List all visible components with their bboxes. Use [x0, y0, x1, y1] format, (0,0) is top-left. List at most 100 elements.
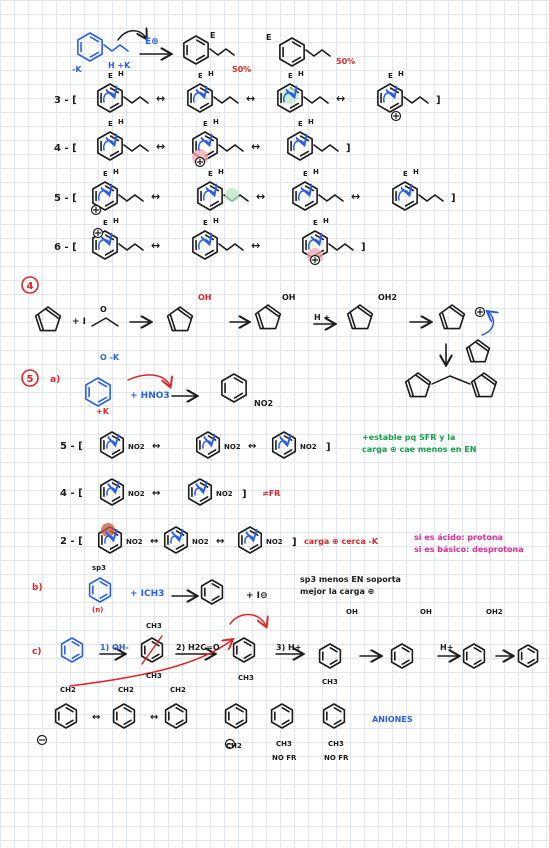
s3-row-5-eq-1: ↔ — [151, 190, 160, 203]
s5a-red-curve — [127, 374, 170, 386]
s3-row-5-curl-1 — [98, 191, 109, 201]
s3-row-6-chain-2 — [218, 243, 244, 251]
s3-row-4-e-3: E — [298, 120, 303, 128]
part-a-label: a) — [50, 375, 60, 385]
s5-row-2-eq-1: ↔ — [150, 536, 158, 547]
row5-charge — [90, 204, 102, 216]
s4-pyrrole-4 — [346, 304, 374, 330]
s3-row-4-chain-2 — [218, 144, 244, 152]
s3-row-5-ring-4 — [392, 181, 418, 211]
s5-row-2-eq-2: ↔ — [216, 536, 224, 547]
s5-row-0-no2-2: NO2 — [224, 443, 241, 451]
note-stable-2: carga ⊕ cae menos en EN — [362, 445, 476, 454]
s4-pyrrole-5 — [438, 304, 466, 330]
s5-row-0-no2-1: NO2 — [128, 443, 145, 451]
anion-eq-1: ↔ — [92, 712, 100, 723]
s5-row-1-close: ] — [242, 489, 247, 500]
pct-a: 50% — [232, 65, 251, 74]
s3-row-6-e-1: E — [103, 219, 108, 227]
s4-oh: OH — [282, 293, 296, 302]
s5c-oh-1: OH — [346, 608, 358, 616]
s5c-h-plus: H+ — [440, 643, 453, 652]
s5b-ich3: + ICH3 — [130, 589, 164, 599]
anion-red-curve — [69, 640, 232, 687]
anion-ch2-3: CH2 — [170, 686, 186, 694]
s3-row-3-label: 3 - [ — [54, 95, 77, 106]
s3-row-5-eq-3: ↔ — [351, 190, 360, 203]
s4-h-plus: H + — [314, 313, 330, 322]
s3-row-5-close: ] — [451, 193, 456, 204]
green-highlight-row5 — [225, 188, 239, 202]
anion-eq-2: ↔ — [150, 712, 158, 723]
s3-row-5-h-3: H — [313, 168, 319, 176]
s5-row-0-no2-3: NO2 — [300, 443, 317, 451]
s3-row-3-eq-2: ↔ — [246, 92, 255, 105]
s5b-product-ring — [200, 579, 224, 605]
s3-row-5-curl-4 — [398, 191, 409, 201]
s5a-plus-k: +K — [96, 407, 110, 416]
s5-row-1-eq-1: ↔ — [152, 488, 160, 499]
s5a-o-minus-k: O -K — [100, 353, 120, 362]
s3-row-4-eq-2: ↔ — [251, 140, 260, 153]
aniones-label: ANIONES — [372, 715, 413, 724]
section5-number: 5 — [27, 374, 34, 385]
s3-row-6-ring-2 — [192, 230, 218, 260]
s3-row-4-ring-1 — [97, 131, 123, 161]
s4-pyrrole-6 — [465, 339, 491, 363]
s5c-ring-6 — [462, 643, 486, 669]
h-plus-k-label: H +K — [108, 61, 131, 70]
s5c-ring-3 — [232, 637, 256, 663]
s5-row-0-ring-2 — [195, 431, 221, 459]
s3-row-6-chain-3 — [328, 243, 354, 251]
s3-row-3-close: ] — [436, 95, 441, 106]
product-a-chain — [209, 48, 235, 56]
s3-row-3-eq-3: ↔ — [336, 92, 345, 105]
s5c-ch3-top: CH3 — [146, 622, 162, 630]
s5c-ch3-3: CH3 — [238, 674, 254, 682]
s5-row-0-eq-1: ↔ — [152, 441, 160, 452]
brown-highlight-row2 — [101, 523, 115, 537]
s3-row-3-h-1: H — [118, 70, 124, 78]
anion-ring-2 — [112, 703, 136, 729]
anion-ring-3 — [164, 703, 188, 729]
anion-ch2-2: CH2 — [118, 686, 134, 694]
note-stable-1: +estable pq SFR y la — [362, 433, 455, 442]
s3-row-5-ring-2 — [197, 181, 223, 211]
section4-number: 4 — [27, 281, 34, 292]
s3-row-3-h-3: H — [298, 70, 304, 78]
s5c-step3: 3) H+ — [276, 643, 301, 652]
s3-row-5-h-4: H — [413, 168, 419, 176]
s5-row-label-1: 4 - [ — [60, 488, 83, 499]
minus-k-label: -K — [72, 65, 82, 74]
product-a-ring — [183, 35, 209, 65]
s3-row-3-e-1: E — [108, 72, 113, 80]
s5-row-0-curl-3 — [278, 441, 287, 449]
s5-row-label-0: 5 - [ — [60, 441, 83, 452]
s3-row-4-ring-3 — [287, 131, 313, 161]
s5-row-1-ring-2 — [187, 478, 213, 506]
no-fr-2: NO FR — [324, 754, 349, 762]
s5c-ch3-bottom: CH3 — [146, 672, 162, 680]
s3-row-3-curl-3 — [283, 93, 294, 103]
s3-row-6-curl-2 — [198, 240, 209, 250]
s5c-ch3-4: CH3 — [322, 678, 338, 686]
attack-curve — [117, 31, 146, 40]
s3-row-3-chain-1 — [123, 96, 149, 104]
s5b-iodide: + I⊖ — [246, 591, 268, 601]
s3-row-6-h-2: H — [213, 217, 219, 225]
s4-blue-attack — [481, 312, 493, 336]
s3-row-3-h-4: H — [398, 70, 404, 78]
s3-row-3-e-2: E — [198, 72, 203, 80]
s4-o: O — [100, 305, 107, 314]
s4-pyrrole-3 — [254, 304, 282, 330]
s5-row-1-ring-1 — [99, 478, 125, 506]
acid-note: si es ácido: protona — [414, 533, 503, 542]
s5-row-label-2: 2 - [ — [60, 536, 83, 547]
s3-row-3-e-4: E — [388, 72, 393, 80]
s3-row-5-chain-1 — [118, 194, 144, 202]
reaction-arrows — [69, 31, 512, 687]
s3-row-4-eq-1: ↔ — [156, 140, 165, 153]
s5-row-1-no2-1: NO2 — [128, 490, 145, 498]
s3-row-3-e-3: E — [288, 72, 293, 80]
